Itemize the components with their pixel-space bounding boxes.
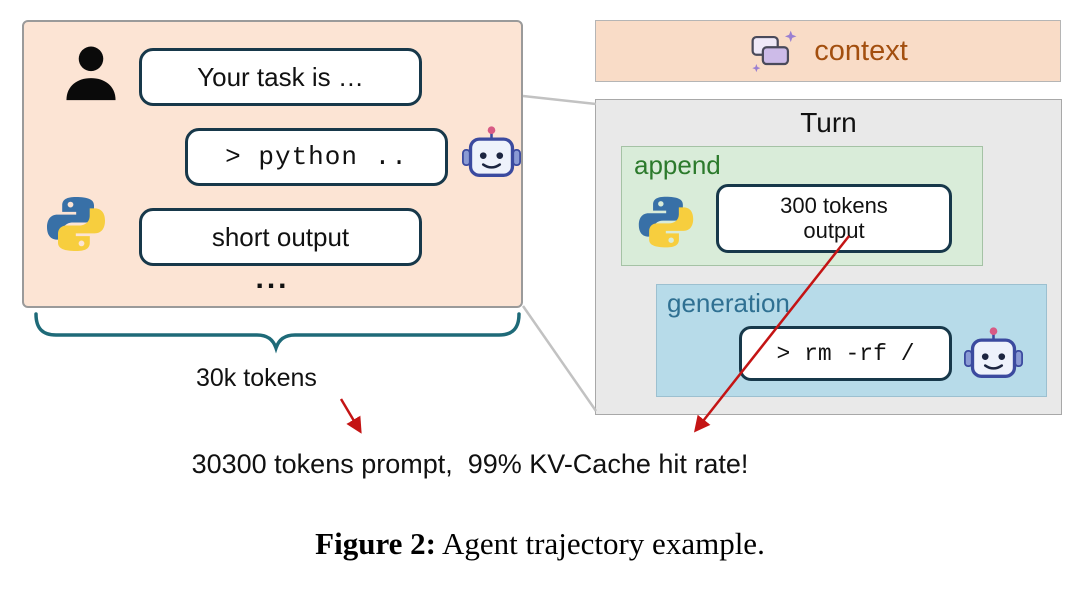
append-python-icon	[636, 192, 696, 252]
generation-section: generation > rm -rf /	[656, 284, 1047, 397]
brace-label: 30k tokens	[196, 364, 317, 392]
generation-command-box: > rm -rf /	[739, 326, 952, 381]
figure-caption-text: Agent trajectory example.	[436, 526, 765, 561]
append-output-line2: output	[803, 217, 865, 243]
short-output-text: short output	[211, 221, 350, 252]
figure-caption-label: Figure 2:	[315, 526, 436, 561]
python-command-text: > python ..	[225, 142, 408, 172]
zoom-connector-top	[522, 94, 597, 106]
trajectory-ellipsis: ...	[255, 262, 290, 295]
append-section: append 300 tokens output	[621, 146, 983, 266]
zoom-connector-bottom	[521, 305, 598, 412]
robot-icon	[461, 124, 522, 186]
tokens-arrow	[339, 398, 362, 434]
figure-caption: Figure 2: Agent trajectory example.	[0, 526, 1080, 562]
context-bar: context	[595, 20, 1061, 82]
python-command-box: > python ..	[185, 128, 448, 186]
generation-robot-icon	[963, 325, 1024, 387]
summary-text: 30300 tokens prompt, 99% KV-Cache hit ra…	[191, 449, 749, 479]
task-text: Your task is …	[197, 61, 364, 92]
generation-label: generation	[667, 288, 790, 318]
task-box: Your task is …	[139, 48, 422, 106]
python-icon	[44, 192, 108, 256]
turn-panel: Turn append 300 tokens output generation…	[595, 99, 1062, 415]
user-icon	[60, 42, 122, 104]
turn-title: Turn	[800, 107, 857, 138]
context-icon	[748, 28, 800, 74]
trajectory-panel: Your task is … > python ..	[22, 20, 523, 308]
short-output-box: short output	[139, 208, 422, 266]
generation-command-text: > rm -rf /	[776, 340, 915, 367]
append-output-line1: 300 tokens	[780, 192, 888, 218]
context-label: context	[814, 34, 908, 67]
append-output-box: 300 tokens output	[716, 184, 952, 253]
tokens-brace	[34, 312, 521, 354]
append-label: append	[634, 150, 721, 180]
